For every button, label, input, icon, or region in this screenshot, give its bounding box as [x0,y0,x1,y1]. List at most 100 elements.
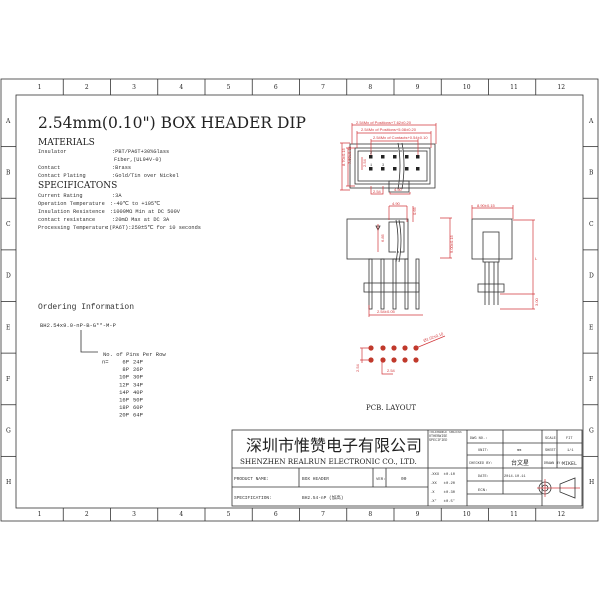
dim-height-a: 8.70±0.15 [341,147,346,166]
dim-pcb-pitch-h: 2.54 [387,368,396,373]
grid-row-label: F [6,376,10,383]
dim-front-key: 4.90 [392,201,401,206]
grid-column-label: 7 [321,84,325,91]
grid-column-label: 4 [179,511,183,518]
company-name-cn: 深圳市惟赞电子有限公司 [246,436,422,455]
company-name-en: SHENZHEN REALRUN ELECTRONIC CO., LTD. [240,457,417,466]
grid-row-label: H [6,479,11,486]
top-view: 2.54Mx of Positions+7.62±0.20 2.54Mx of … [340,120,437,195]
pin-count-option: 24P [133,359,143,366]
pin-count-option: 18P [119,404,129,411]
grid-column-label: 11 [510,511,518,518]
grid-row-label: A [5,118,11,125]
pin-count-option: 34P [133,381,143,388]
dim-top-a: 2.54Mx of Positions+7.62±0.20 [356,120,412,125]
ver-label: VER: [376,478,386,482]
spec-label: contact resistance [38,217,95,223]
pcb-hole [380,345,386,351]
material-value: :Gold/Tin over Nickel [112,173,179,179]
grid-row-label: C [6,221,11,228]
dim-pcb-pitch-v: 2.54 [355,363,360,372]
dim-top-b: 2.54Mx of Positions+5.08±0.20 [361,127,417,132]
date-value: 2014.10.11 [504,475,526,479]
pin-label: 3 [382,164,384,168]
scale-label: SCALE: [545,437,558,441]
spec-label: Current Rating [38,193,83,199]
grid-row-label: E [589,324,593,331]
front-view: 4.90 0.65 6.85 9.00±0.15 2.54±0.05 [346,201,454,317]
pin-count-option: 8P [122,366,129,373]
sheet-value: 1/1 [567,448,573,453]
dim-front-height: 9.00±0.15 [449,234,454,253]
grid-row-label: B [589,169,594,176]
grid-column-label: 8 [368,84,372,91]
dim-front-inner: 6.85 [380,233,385,242]
dim-side-tail: 3.00 [534,297,539,306]
grid-column-label: 10 [463,511,471,518]
material-label: Contact [38,165,60,171]
pins-heading: No. of Pins Per Row [103,351,166,358]
pcb-hole [402,345,408,351]
drawn-by-value: MIKEL [562,461,577,467]
pcb-hole [391,345,397,351]
dim-side-width: 8.90±0.15 [477,203,496,208]
tolerance-row: .XXX ±0.10 [430,473,456,477]
tolerance-row: .X° ±0.5° [430,499,455,504]
unit-value: mm [517,449,521,453]
pin-count-option: 30P [133,374,143,381]
grid-column-label: 12 [557,511,565,518]
grid-row-label: D [6,273,11,280]
ver-value: 00 [401,476,407,482]
side-view: 8.90±0.15 L 3.00 [471,203,539,310]
spec-value: :-40℃ to +105℃ [110,201,160,207]
grid-row-label: A [588,118,594,125]
pcb-layout: 2.54 2.54 Ø1.02±0.10 PCB. LAYOUT [355,331,446,412]
grid-column-label: 1 [38,84,42,91]
checked-by-label: CHECKED BY: [469,462,493,466]
pin [404,258,409,310]
dim-front-key-h: 0.65 [412,206,417,215]
dim-top-c: 2.54Mx of Contacts+0.54±0.10 [373,135,428,140]
spec-label: Processing Temperature [38,225,108,231]
grid-row-label: E [6,324,10,331]
pin [380,258,385,310]
pin-count-option: 40P [133,389,143,396]
product-label: PRODUCT NAME: [234,476,269,482]
pcb-hole [402,357,408,363]
pins-prefix: n= [102,359,109,366]
spec-value: BH2.54-nP (加高) [302,494,343,501]
pin-count-option: 50P [133,397,143,404]
pin-count-option: 10P [119,374,129,381]
tolerance-row: .XX ±0.20 [430,482,456,486]
grid-column-label: 11 [510,84,518,91]
grid-column-label: 6 [274,511,278,518]
checked-by-value: 台文星 [511,459,529,467]
pin [415,258,420,310]
tolerance-row: .X ±0.30 [430,491,456,495]
drawing-title: 2.54mm(0.10") BOX HEADER DIP [38,114,306,132]
pcb-hole [368,357,374,363]
dwg-no-label: DWG NO.: [470,437,487,441]
grid-column-label: 1 [38,511,42,518]
pin-count-option: 20P [119,412,129,419]
grid-row-label: D [589,273,594,280]
grid-row-label: F [589,376,593,383]
ordering-heading: Ordering Information [38,303,134,312]
dim-front-pitch: 2.54±0.05 [377,309,396,314]
grid-column-label: 6 [274,84,278,91]
dim-height-b: 7.50±0.15 [347,145,352,164]
pin-count-option: 64P [133,412,143,419]
ordering-code: BH2.54x9.0-nP-B-G**-M-P [40,322,116,329]
pin-count-option: 60P [133,404,143,411]
pcb-hole [413,357,419,363]
pin [368,258,373,310]
pcb-hole [391,357,397,363]
dim-side-height: L [535,256,538,261]
grid-column-label: 2 [85,511,89,518]
grid-column-label: 5 [227,84,231,91]
pin-label: 2 [370,152,372,156]
grid-column-label: 8 [368,511,372,518]
